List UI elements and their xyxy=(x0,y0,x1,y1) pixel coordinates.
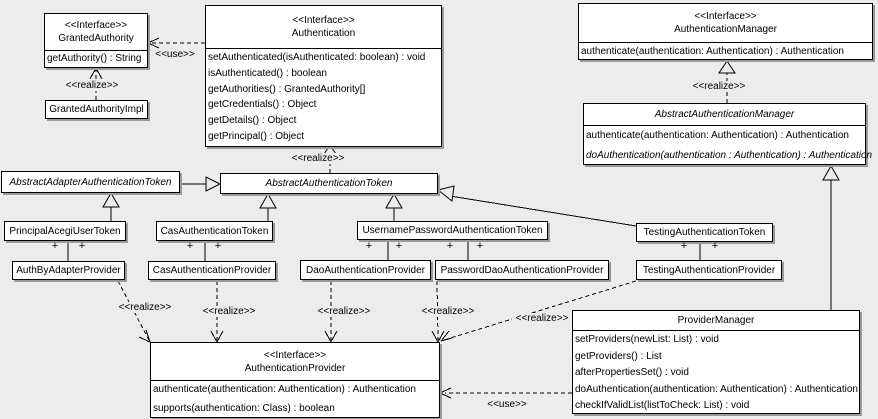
class-testing-authentication-provider[interactable]: TestingAuthenticationProvider xyxy=(636,260,782,280)
class-name: AbstractAuthenticationManager xyxy=(654,109,795,120)
realize-abstract-manager-authenticationmanager xyxy=(718,60,736,103)
class-name: GrantedAuthority xyxy=(58,33,134,44)
class-principal-acegi-user-token[interactable]: PrincipalAcegiUserToken xyxy=(4,221,126,241)
method-label: authenticate(authentication: Authenticat… xyxy=(153,384,416,395)
class-name: Authentication xyxy=(291,28,356,39)
realize-label: <<realize>> xyxy=(62,80,122,91)
method-label: checkIfValidList(listToCheck: List) : vo… xyxy=(575,400,750,412)
realize-label: <<realize>> xyxy=(689,81,749,92)
method-label: afterPropertiesSet() : void xyxy=(575,367,689,379)
method-label: getCredentials() : Object xyxy=(208,99,317,111)
class-abstract-adapter-authentication-token[interactable]: AbstractAdapterAuthenticationToken xyxy=(1,171,180,193)
gen-usernamepassword-to-abstract-token xyxy=(385,192,403,221)
method-label: isAuthenticated() : boolean xyxy=(208,67,327,79)
class-name: AbstractAuthenticationToken xyxy=(265,178,393,189)
class-authentication-manager[interactable]: <<Interface>> AuthenticationManager auth… xyxy=(578,3,873,60)
stereotype-label: <<Interface>> xyxy=(64,20,128,31)
use-label: <<use>> xyxy=(484,399,530,410)
class-name: CasAuthenticationProvider xyxy=(152,265,272,276)
class-testing-authentication-token[interactable]: TestingAuthenticationToken xyxy=(636,223,773,242)
use-providermanager-authenticationprovider xyxy=(439,387,572,399)
class-name: TestingAuthenticationToken xyxy=(643,227,766,238)
class-abstract-authentication-token[interactable]: AbstractAuthenticationToken xyxy=(220,173,438,194)
realize-label: <<realize>> xyxy=(115,302,175,313)
multiplicity-plus: + xyxy=(446,240,454,252)
realize-testing-provider xyxy=(440,280,637,342)
class-username-password-authentication-token[interactable]: UsernamePasswordAuthenticationToken xyxy=(357,221,548,240)
method-label: setAuthenticated(isAuthenticated: boolea… xyxy=(208,52,426,63)
class-granted-authority[interactable]: <<Interface>> GrantedAuthority getAuthor… xyxy=(44,13,148,68)
multiplicity-plus: + xyxy=(395,240,403,252)
gen-provider-manager-to-abstract-manager xyxy=(822,164,840,310)
method-label: authenticate(authentication: Authenticat… xyxy=(586,130,849,141)
class-name: UsernamePasswordAuthenticationToken xyxy=(362,225,543,236)
multiplicity-plus: + xyxy=(78,240,86,252)
method-label: getDetails() : Object xyxy=(208,115,297,127)
realize-label: <<realize>> xyxy=(288,153,348,164)
multiplicity-plus: + xyxy=(365,240,373,252)
method-label: setProviders(newList: List) : void xyxy=(575,334,719,345)
class-auth-by-adapter-provider[interactable]: AuthByAdapterProvider xyxy=(12,261,125,280)
class-name: TestingAuthenticationProvider xyxy=(642,264,776,276)
class-authentication-provider[interactable]: <<Interface>> AuthenticationProvider aut… xyxy=(150,342,440,418)
use-label: <<use>> xyxy=(153,49,197,60)
realize-label: <<realize>> xyxy=(314,306,374,317)
class-cas-authentication-token[interactable]: CasAuthenticationToken xyxy=(156,221,273,241)
realize-label: <<realize>> xyxy=(512,313,572,324)
method-label: getAuthority() : String xyxy=(47,53,142,64)
class-name: PasswordDaoAuthenticationProvider xyxy=(440,264,604,276)
gen-principal-to-abstract-adapter xyxy=(102,191,120,221)
gen-testing-token-to-abstract-token xyxy=(436,185,637,227)
method-label: getProviders() : List xyxy=(575,350,662,362)
stereotype-label: <<Interface>> xyxy=(263,349,327,361)
class-provider-manager[interactable]: ProviderManager setProviders(newList: Li… xyxy=(572,310,860,414)
multiplicity-plus: + xyxy=(214,240,222,252)
multiplicity-plus: + xyxy=(476,240,484,252)
stereotype-label: <<Interface>> xyxy=(292,15,355,26)
class-name: AuthenticationProvider xyxy=(244,362,346,374)
gen-abstract-adapter-to-abstract-token xyxy=(180,176,222,192)
class-name: DaoAuthenticationProvider xyxy=(306,264,425,276)
method-label: doAuthentication(authentication: Authent… xyxy=(575,383,858,395)
method-label: supports(authentication: Class) : boolea… xyxy=(153,402,335,414)
class-name: GrantedAuthorityImpl xyxy=(49,104,144,115)
stereotype-label: <<Interface>> xyxy=(694,11,757,22)
class-name: PrincipalAcegiUserToken xyxy=(9,225,121,237)
realize-authbyadapter-provider xyxy=(117,280,151,343)
realize-label: <<realize>> xyxy=(418,306,478,317)
class-dao-authentication-provider[interactable]: DaoAuthenticationProvider xyxy=(300,260,431,280)
method-label: authenticate(authentication: Authenticat… xyxy=(581,46,844,57)
class-name: AuthByAdapterProvider xyxy=(16,265,121,276)
class-name: AbstractAdapterAuthenticationToken xyxy=(9,176,172,188)
class-name: AuthenticationManager xyxy=(674,24,777,35)
multiplicity-plus: + xyxy=(711,240,719,252)
class-name: ProviderManager xyxy=(677,315,755,326)
method-label: getPrincipal() : Object xyxy=(208,130,305,142)
realize-label: <<realize>> xyxy=(199,306,259,317)
multiplicity-plus: + xyxy=(680,240,688,252)
class-abstract-authentication-manager[interactable]: AbstractAuthenticationManager authentica… xyxy=(583,103,873,165)
multiplicity-plus: + xyxy=(51,240,59,252)
class-authentication[interactable]: <<Interface>> Authentication setAuthenti… xyxy=(205,5,442,147)
method-label: doAuthentication(authentication : Authen… xyxy=(586,149,873,161)
class-password-dao-authentication-provider[interactable]: PasswordDaoAuthenticationProvider xyxy=(435,260,609,280)
class-cas-authentication-provider[interactable]: CasAuthenticationProvider xyxy=(148,261,276,280)
method-label: getAuthorities() : GrantedAuthority[] xyxy=(208,83,366,95)
class-name: CasAuthenticationToken xyxy=(160,225,269,237)
gen-cas-token-to-abstract-token xyxy=(259,192,277,221)
class-granted-authority-impl[interactable]: GrantedAuthorityImpl xyxy=(45,100,148,119)
multiplicity-plus: + xyxy=(186,240,194,252)
use-authentication-grantedauthority xyxy=(147,37,205,49)
